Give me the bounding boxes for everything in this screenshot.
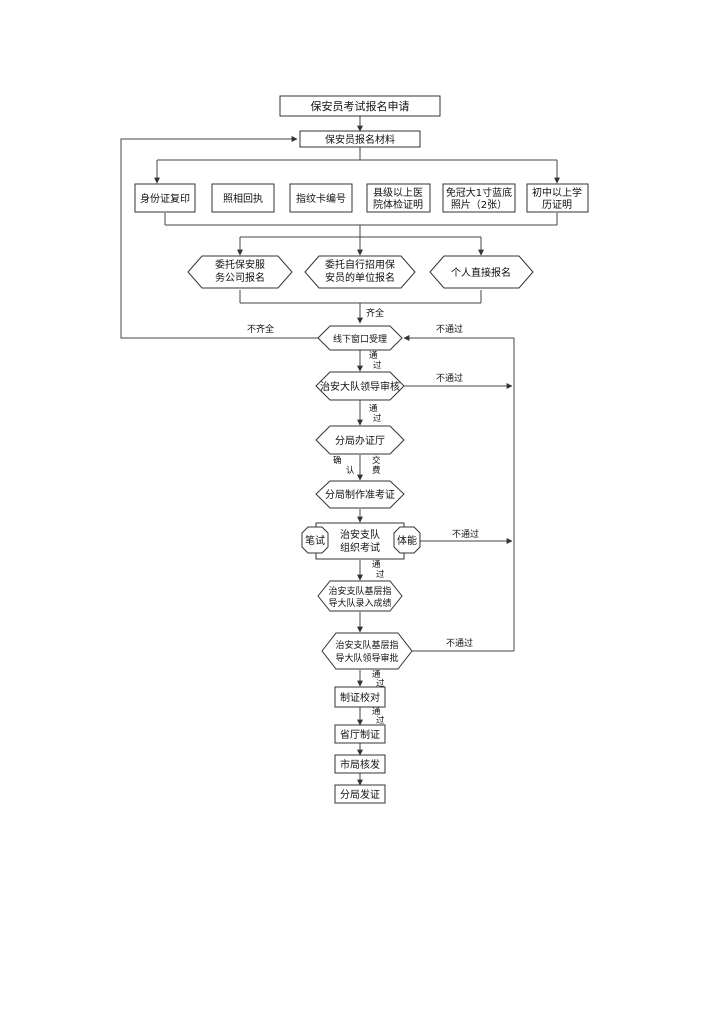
approval-node: 治安支队基层指 导大队领导审批: [321, 632, 413, 670]
label-pass: 通: [372, 669, 381, 680]
svg-text:委托保安服: 委托保安服: [215, 258, 265, 271]
exam-node: 治安支队 组织考试: [315, 522, 405, 560]
agency-node: 委托保安服 务公司报名: [187, 255, 293, 289]
label-pass: 通: [372, 559, 381, 570]
svg-text:县级以上医: 县级以上医: [373, 187, 423, 199]
label-fail: 不通过: [436, 323, 463, 335]
label-pass: 通: [369, 403, 378, 414]
window-node: 线下窗口受理: [317, 325, 403, 351]
svg-text:体能: 体能: [397, 534, 417, 547]
physical-test-node: 体能: [393, 526, 421, 554]
label-pay: 费: [372, 465, 381, 476]
svg-text:线下窗口受理: 线下窗口受理: [333, 333, 387, 345]
medical-node: 县级以上医 院体检证明: [366, 183, 431, 213]
province-node: 省厅制证: [334, 724, 386, 744]
education-node: 初中以上学 历证明: [526, 183, 589, 213]
label-confirm: 认: [346, 465, 355, 476]
edge-labels: 齐全 不齐全 不通过 不通过 不通过 不通过 通 过 通 过 确 认 交 费 通…: [247, 307, 479, 726]
fingerprint-node: 指纹卡编号: [289, 183, 353, 213]
svg-text:指纹卡编号: 指纹卡编号: [296, 192, 346, 205]
label-pass: 过: [376, 715, 385, 726]
issue-node: 分局发证: [334, 784, 386, 804]
label-fail: 不通过: [446, 637, 473, 649]
admission-node: 分局制作准考证: [315, 480, 405, 509]
svg-text:照片（2张）: 照片（2张）: [451, 198, 507, 211]
svg-text:导大队录入成绩: 导大队录入成绩: [328, 597, 391, 609]
svg-text:初中以上学: 初中以上学: [532, 186, 582, 199]
svg-text:治安大队领导审核: 治安大队领导审核: [320, 380, 400, 393]
materials-node: 保安员报名材料: [299, 130, 421, 148]
svg-text:分局办证厅: 分局办证厅: [335, 434, 385, 447]
label-pass: 过: [376, 678, 385, 689]
written-test-node: 笔试: [301, 526, 329, 554]
svg-text:院体检证明: 院体检证明: [373, 198, 423, 211]
label-confirm: 确: [333, 455, 342, 466]
label-incomplete: 不齐全: [247, 323, 274, 335]
svg-text:制证校对: 制证校对: [340, 691, 380, 704]
label-pass: 过: [373, 360, 382, 371]
connectors: [120, 116, 560, 786]
proofread-node: 制证校对: [334, 686, 386, 708]
label-fail: 不通过: [436, 372, 463, 384]
svg-text:分局制作准考证: 分局制作准考证: [325, 488, 395, 501]
svg-text:导大队领导审批: 导大队领导审批: [335, 652, 398, 664]
photo-receipt-node: 照相回执: [211, 183, 275, 213]
label-pay: 交: [372, 455, 381, 466]
photo-node: 免冠大1寸蓝底 照片（2张）: [442, 183, 516, 213]
svg-text:免冠大1寸蓝底: 免冠大1寸蓝底: [446, 186, 512, 199]
svg-text:个人直接报名: 个人直接报名: [451, 266, 511, 279]
svg-text:保安员报名材料: 保安员报名材料: [325, 133, 395, 146]
brigade-review-node: 治安大队领导审核: [315, 371, 405, 401]
svg-text:省厅制证: 省厅制证: [340, 728, 380, 741]
label-pass: 通: [372, 706, 381, 717]
svg-text:市局核发: 市局核发: [340, 758, 380, 771]
label-pass: 过: [373, 413, 382, 424]
svg-text:治安支队: 治安支队: [340, 528, 380, 541]
svg-text:照相回执: 照相回执: [223, 192, 263, 205]
city-node: 市局核发: [334, 754, 386, 774]
apply-node: 保安员考试报名申请: [279, 95, 441, 117]
label-fail: 不通过: [452, 528, 479, 540]
label-complete: 齐全: [366, 307, 384, 319]
svg-text:组织考试: 组织考试: [340, 541, 380, 554]
svg-text:治安支队基层指: 治安支队基层指: [335, 639, 398, 651]
svg-text:历证明: 历证明: [542, 199, 572, 211]
svg-text:分局发证: 分局发证: [340, 788, 380, 801]
employer-node: 委托自行招用保 安员的单位报名: [304, 255, 416, 289]
svg-text:身份证复印: 身份证复印: [140, 192, 190, 205]
individual-node: 个人直接报名: [429, 255, 534, 289]
id-copy-node: 身份证复印: [134, 183, 196, 213]
branch-office-node: 分局办证厅: [315, 425, 405, 455]
label-pass: 过: [376, 569, 385, 580]
label-pass: 通: [369, 350, 378, 361]
svg-text:笔试: 笔试: [305, 534, 325, 547]
svg-text:委托自行招用保: 委托自行招用保: [325, 258, 395, 271]
svg-text:务公司报名: 务公司报名: [215, 271, 265, 284]
svg-text:安员的单位报名: 安员的单位报名: [325, 271, 395, 284]
svg-text:保安员考试报名申请: 保安员考试报名申请: [311, 99, 410, 113]
svg-text:治安支队基层指: 治安支队基层指: [328, 585, 391, 597]
record-score-node: 治安支队基层指 导大队录入成绩: [317, 580, 403, 612]
